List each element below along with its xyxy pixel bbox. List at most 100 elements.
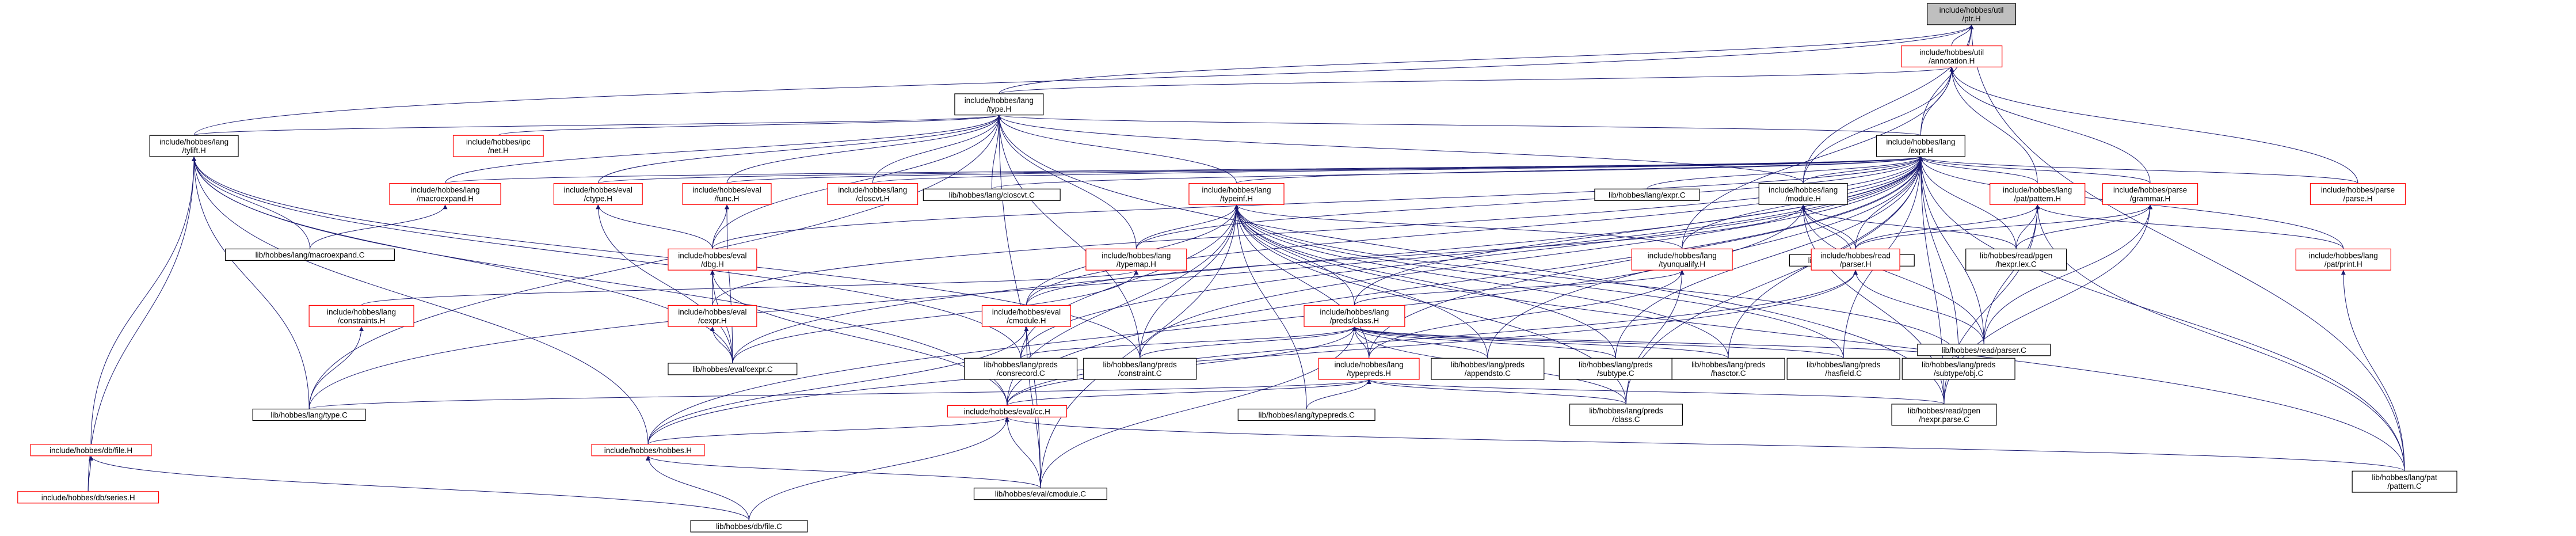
file-node-hasctorC[interactable]: lib/hobbes/lang/preds/hasctor.C	[1671, 358, 1785, 380]
edge-closcvt-to-type	[872, 115, 1001, 184]
file-node-tyunq[interactable]: include/hobbes/lang/tyunqualify.H	[1631, 248, 1733, 271]
node-box	[1811, 248, 1900, 271]
edge-classH-to-tyunq	[1354, 269, 1685, 306]
file-node-pc[interactable]: include/hobbes/util/ptr.H	[1927, 3, 2017, 25]
node-box	[668, 305, 757, 327]
file-node-tylift[interactable]: include/hobbes/lang/tylift.H	[149, 135, 239, 157]
file-node-subtypeC[interactable]: lib/hobbes/lang/preds/subtype.C	[1558, 358, 1672, 380]
file-node-classC[interactable]: lib/hobbes/lang/preds/class.C	[1569, 404, 1683, 426]
edge-readparse-to-grammar	[1855, 204, 2152, 249]
file-node-readparse[interactable]: include/hobbes/read/parser.H	[1811, 248, 1900, 271]
file-node-typeinf[interactable]: include/hobbes/lang/typeinf.H	[1188, 183, 1285, 205]
edge-ccH-to-typepreds	[1007, 379, 1371, 406]
file-node-parserC[interactable]: lib/hobbes/read/parser.C	[1917, 344, 2051, 356]
node-box	[923, 188, 1061, 201]
node-label: include/hobbes/hobbes.H	[604, 446, 692, 455]
file-node-parse[interactable]: include/hobbes/parse/parse.H	[2310, 183, 2406, 205]
edge-module-to-ann	[1803, 67, 1954, 184]
edge-typeC-to-typepreds	[308, 379, 1371, 409]
node-box	[1085, 248, 1187, 271]
file-node-constraints[interactable]: include/hobbes/lang/constraints.H	[308, 305, 414, 327]
file-node-exprC[interactable]: lib/hobbes/lang/expr.C	[1594, 188, 1700, 201]
file-node-closcvt[interactable]: include/hobbes/lang/closcvt.H	[827, 183, 919, 205]
file-node-lexC[interactable]: lib/hobbes/read/pgen/hexpr.lex.C	[1965, 248, 2067, 271]
file-node-classH[interactable]: include/hobbes/lang/preds/class.H	[1304, 305, 1405, 327]
file-node-fileC[interactable]: lib/hobbes/db/file.C	[690, 520, 808, 533]
edge-appendsC-to-typeinf	[1234, 204, 1488, 359]
file-node-dbg[interactable]: include/hobbes/eval/dbg.H	[668, 248, 757, 271]
file-node-func[interactable]: include/hobbes/eval/func.H	[682, 183, 772, 205]
node-box	[2102, 183, 2198, 205]
node-box	[1965, 248, 2067, 271]
node-box	[2295, 248, 2391, 271]
file-node-macroC[interactable]: lib/hobbes/lang/macroexpand.C	[225, 248, 395, 261]
file-node-cexpr[interactable]: include/hobbes/eval/cexpr.H	[668, 305, 757, 327]
edge-typepredsC-to-typeinf	[1234, 204, 1307, 409]
node-label: lib/hobbes/lang/preds	[1451, 360, 1525, 369]
node-label: /module.H	[1785, 194, 1821, 203]
file-node-subtypeobjC[interactable]: lib/hobbes/lang/preds/subtype/obj.C	[1901, 358, 2015, 380]
file-node-typepreds[interactable]: include/hobbes/lang/typepreds.H	[1318, 358, 1420, 380]
edge-fileH-to-tylift	[90, 156, 197, 444]
edge-hobbesH-to-ccH	[647, 416, 1009, 445]
file-node-expr[interactable]: include/hobbes/lang/expr.H	[1876, 135, 1965, 157]
file-node-ann[interactable]: include/hobbes/util/annotation.H	[1901, 45, 2003, 67]
file-node-cexprC[interactable]: lib/hobbes/eval/cexpr.C	[668, 363, 798, 375]
file-node-appendsC[interactable]: lib/hobbes/lang/preds/appendsto.C	[1431, 358, 1545, 380]
file-node-typeC[interactable]: lib/hobbes/lang/type.C	[252, 408, 366, 421]
node-label: /annotation.H	[1929, 57, 1975, 66]
node-label: include/hobbes/lang	[159, 138, 228, 146]
edge-tylift-to-type	[193, 115, 1001, 136]
edge-ccH-to-dbg	[710, 270, 1008, 406]
file-node-typemap[interactable]: include/hobbes/lang/typemap.H	[1085, 248, 1187, 271]
file-node-constraintC[interactable]: lib/hobbes/lang/preds/constraint.C	[1083, 358, 1197, 380]
node-label: lib/hobbes/eval/cexpr.C	[692, 365, 773, 374]
node-box	[827, 183, 919, 205]
edge-ccH-to-expr	[1007, 156, 1923, 406]
file-node-cmodule[interactable]: include/hobbes/eval/cmodule.H	[981, 305, 1071, 327]
file-node-seriesH[interactable]: include/hobbes/db/series.H	[17, 491, 159, 504]
edge-ipc-to-type	[498, 115, 1001, 136]
node-label: /hexpr.parse.C	[1919, 415, 1969, 424]
edge-subtypeobjC-to-typeinf	[1234, 204, 1959, 359]
node-box	[1891, 404, 1997, 426]
node-label: /subtype.C	[1597, 369, 1634, 378]
file-node-grammar[interactable]: include/hobbes/parse/grammar.H	[2102, 183, 2198, 205]
node-label: include/hobbes/eval	[992, 307, 1061, 316]
node-label: /constraint.C	[1118, 369, 1162, 378]
file-node-consrecord[interactable]: lib/hobbes/lang/preds/consrecord.C	[964, 358, 1078, 380]
node-box	[1318, 358, 1420, 380]
edge-type-to-pc	[999, 24, 1974, 94]
edge-module-to-expr	[1803, 156, 1923, 184]
file-node-typepredsC[interactable]: lib/hobbes/lang/typepreds.C	[1237, 408, 1375, 421]
file-node-hobbesH[interactable]: include/hobbes/hobbes.H	[591, 444, 705, 457]
edge-hobbesH-to-readparse	[647, 270, 1858, 444]
file-node-fileH[interactable]: include/hobbes/db/file.H	[30, 444, 152, 457]
edge-lexC-to-pattern	[2015, 204, 2040, 249]
node-box	[1758, 183, 1848, 205]
edge-hobbesH-to-cmodule	[647, 326, 1029, 444]
edge-exprC-to-expr	[1647, 156, 1923, 189]
file-node-patternC[interactable]: lib/hobbes/lang/pat/pattern.C	[2352, 470, 2457, 493]
file-node-closcvtC[interactable]: lib/hobbes/lang/closcvt.C	[923, 188, 1061, 201]
edge-classC-to-expr	[1625, 156, 1923, 404]
file-node-ipc[interactable]: include/hobbes/ipc/net.H	[452, 135, 544, 157]
node-box	[690, 520, 808, 533]
edge-patternC-to-ccH	[1005, 417, 2405, 472]
file-node-ctype[interactable]: include/hobbes/eval/ctype.H	[553, 183, 643, 205]
file-node-pattern[interactable]: include/hobbes/lang/pat/pattern.H	[1990, 183, 2086, 205]
edge-patternC-to-pattern	[2035, 204, 2405, 472]
edge-dbg-to-ctype	[596, 204, 713, 249]
file-node-cmoduleC[interactable]: lib/hobbes/eval/cmodule.C	[973, 488, 1107, 500]
file-node-type[interactable]: include/hobbes/lang/type.H	[954, 93, 1044, 116]
file-node-hexprparseC[interactable]: lib/hobbes/read/pgen/hexpr.parse.C	[1891, 404, 1997, 426]
node-box	[1558, 358, 1672, 380]
file-node-ccH[interactable]: include/hobbes/eval/cc.H	[947, 405, 1067, 417]
file-node-print[interactable]: include/hobbes/lang/pat/print.H	[2295, 248, 2391, 271]
node-box	[1188, 183, 1285, 205]
node-label: lib/hobbes/read/parser.C	[1942, 346, 2026, 355]
file-node-module[interactable]: include/hobbes/lang/module.H	[1758, 183, 1848, 205]
edge-classH-to-expr	[1354, 156, 1923, 306]
file-node-hasfieldC[interactable]: lib/hobbes/lang/preds/hasfield.C	[1786, 358, 1900, 380]
file-node-macro[interactable]: include/hobbes/lang/macroexpand.H	[389, 183, 501, 205]
